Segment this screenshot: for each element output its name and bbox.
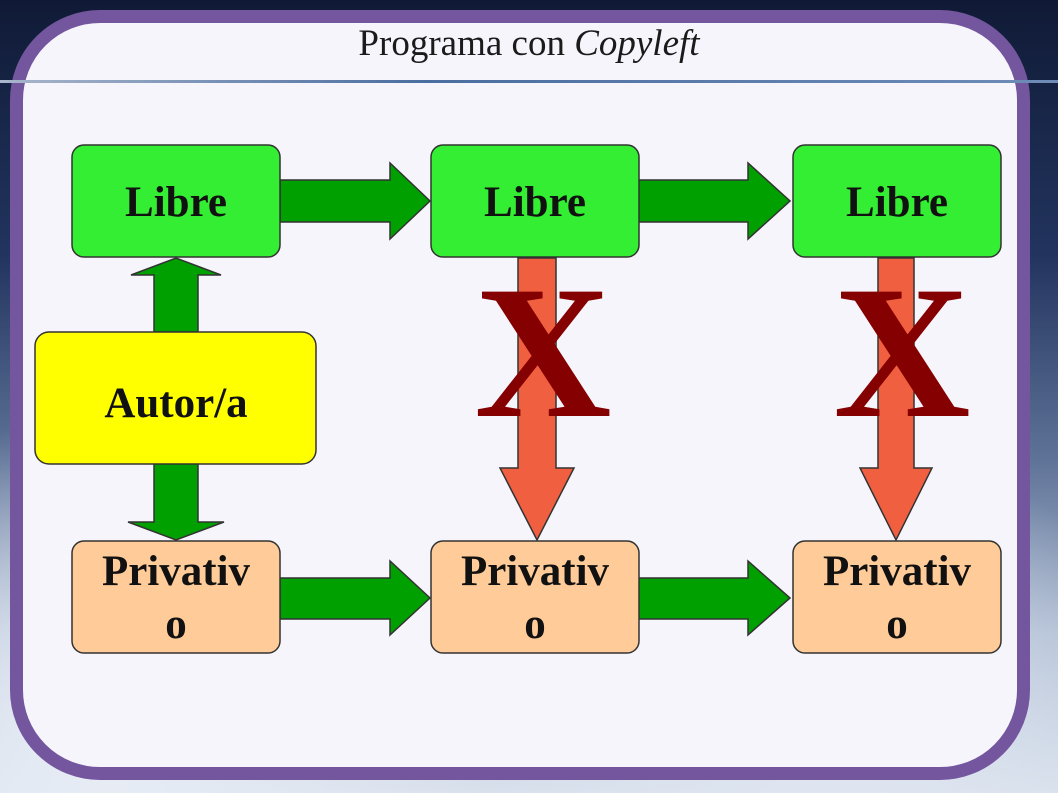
arrow-libre3-to-privativo3-blocked — [858, 257, 934, 542]
cross-mark-2: X — [833, 248, 970, 458]
arrow-privativo1-to-privativo2 — [279, 559, 432, 637]
privativo-label-2-line2: o — [524, 601, 546, 648]
privativo-label-1-line2: o — [165, 601, 187, 648]
arrow-autor-to-privativo — [127, 462, 225, 541]
libre-label-2: Libre — [484, 179, 586, 226]
arrow-libre2-to-libre3 — [637, 161, 792, 241]
privativo-box-3 — [792, 540, 1002, 654]
privativo-label-1-line1: Privativ — [102, 548, 251, 595]
privativo-box-2 — [430, 540, 640, 654]
slide-title: Programa con Copyleft — [0, 25, 1058, 62]
privativo-label-3-line2: o — [886, 601, 908, 648]
title-emphasis: Copyleft — [574, 23, 700, 64]
privativo-box-1 — [71, 540, 281, 654]
title-prefix: Programa con — [358, 23, 575, 64]
arrow-libre1-to-libre2 — [279, 161, 432, 241]
arrow-autor-to-libre — [130, 257, 222, 333]
libre-box-2 — [430, 144, 640, 258]
libre-box-1 — [71, 144, 281, 258]
autor-box — [34, 331, 317, 465]
arrow-privativo2-to-privativo3 — [637, 559, 792, 637]
libre-box-3 — [792, 144, 1002, 258]
privativo-label-2-line1: Privativ — [461, 548, 610, 595]
autor-label: Autor/a — [104, 380, 247, 427]
cross-mark-1: X — [474, 248, 611, 458]
title-underline — [0, 80, 1058, 83]
privativo-label-3-line1: Privativ — [823, 548, 972, 595]
libre-label-3: Libre — [846, 179, 948, 226]
libre-label-1: Libre — [125, 179, 227, 226]
arrow-libre2-to-privativo2-blocked — [498, 257, 576, 542]
